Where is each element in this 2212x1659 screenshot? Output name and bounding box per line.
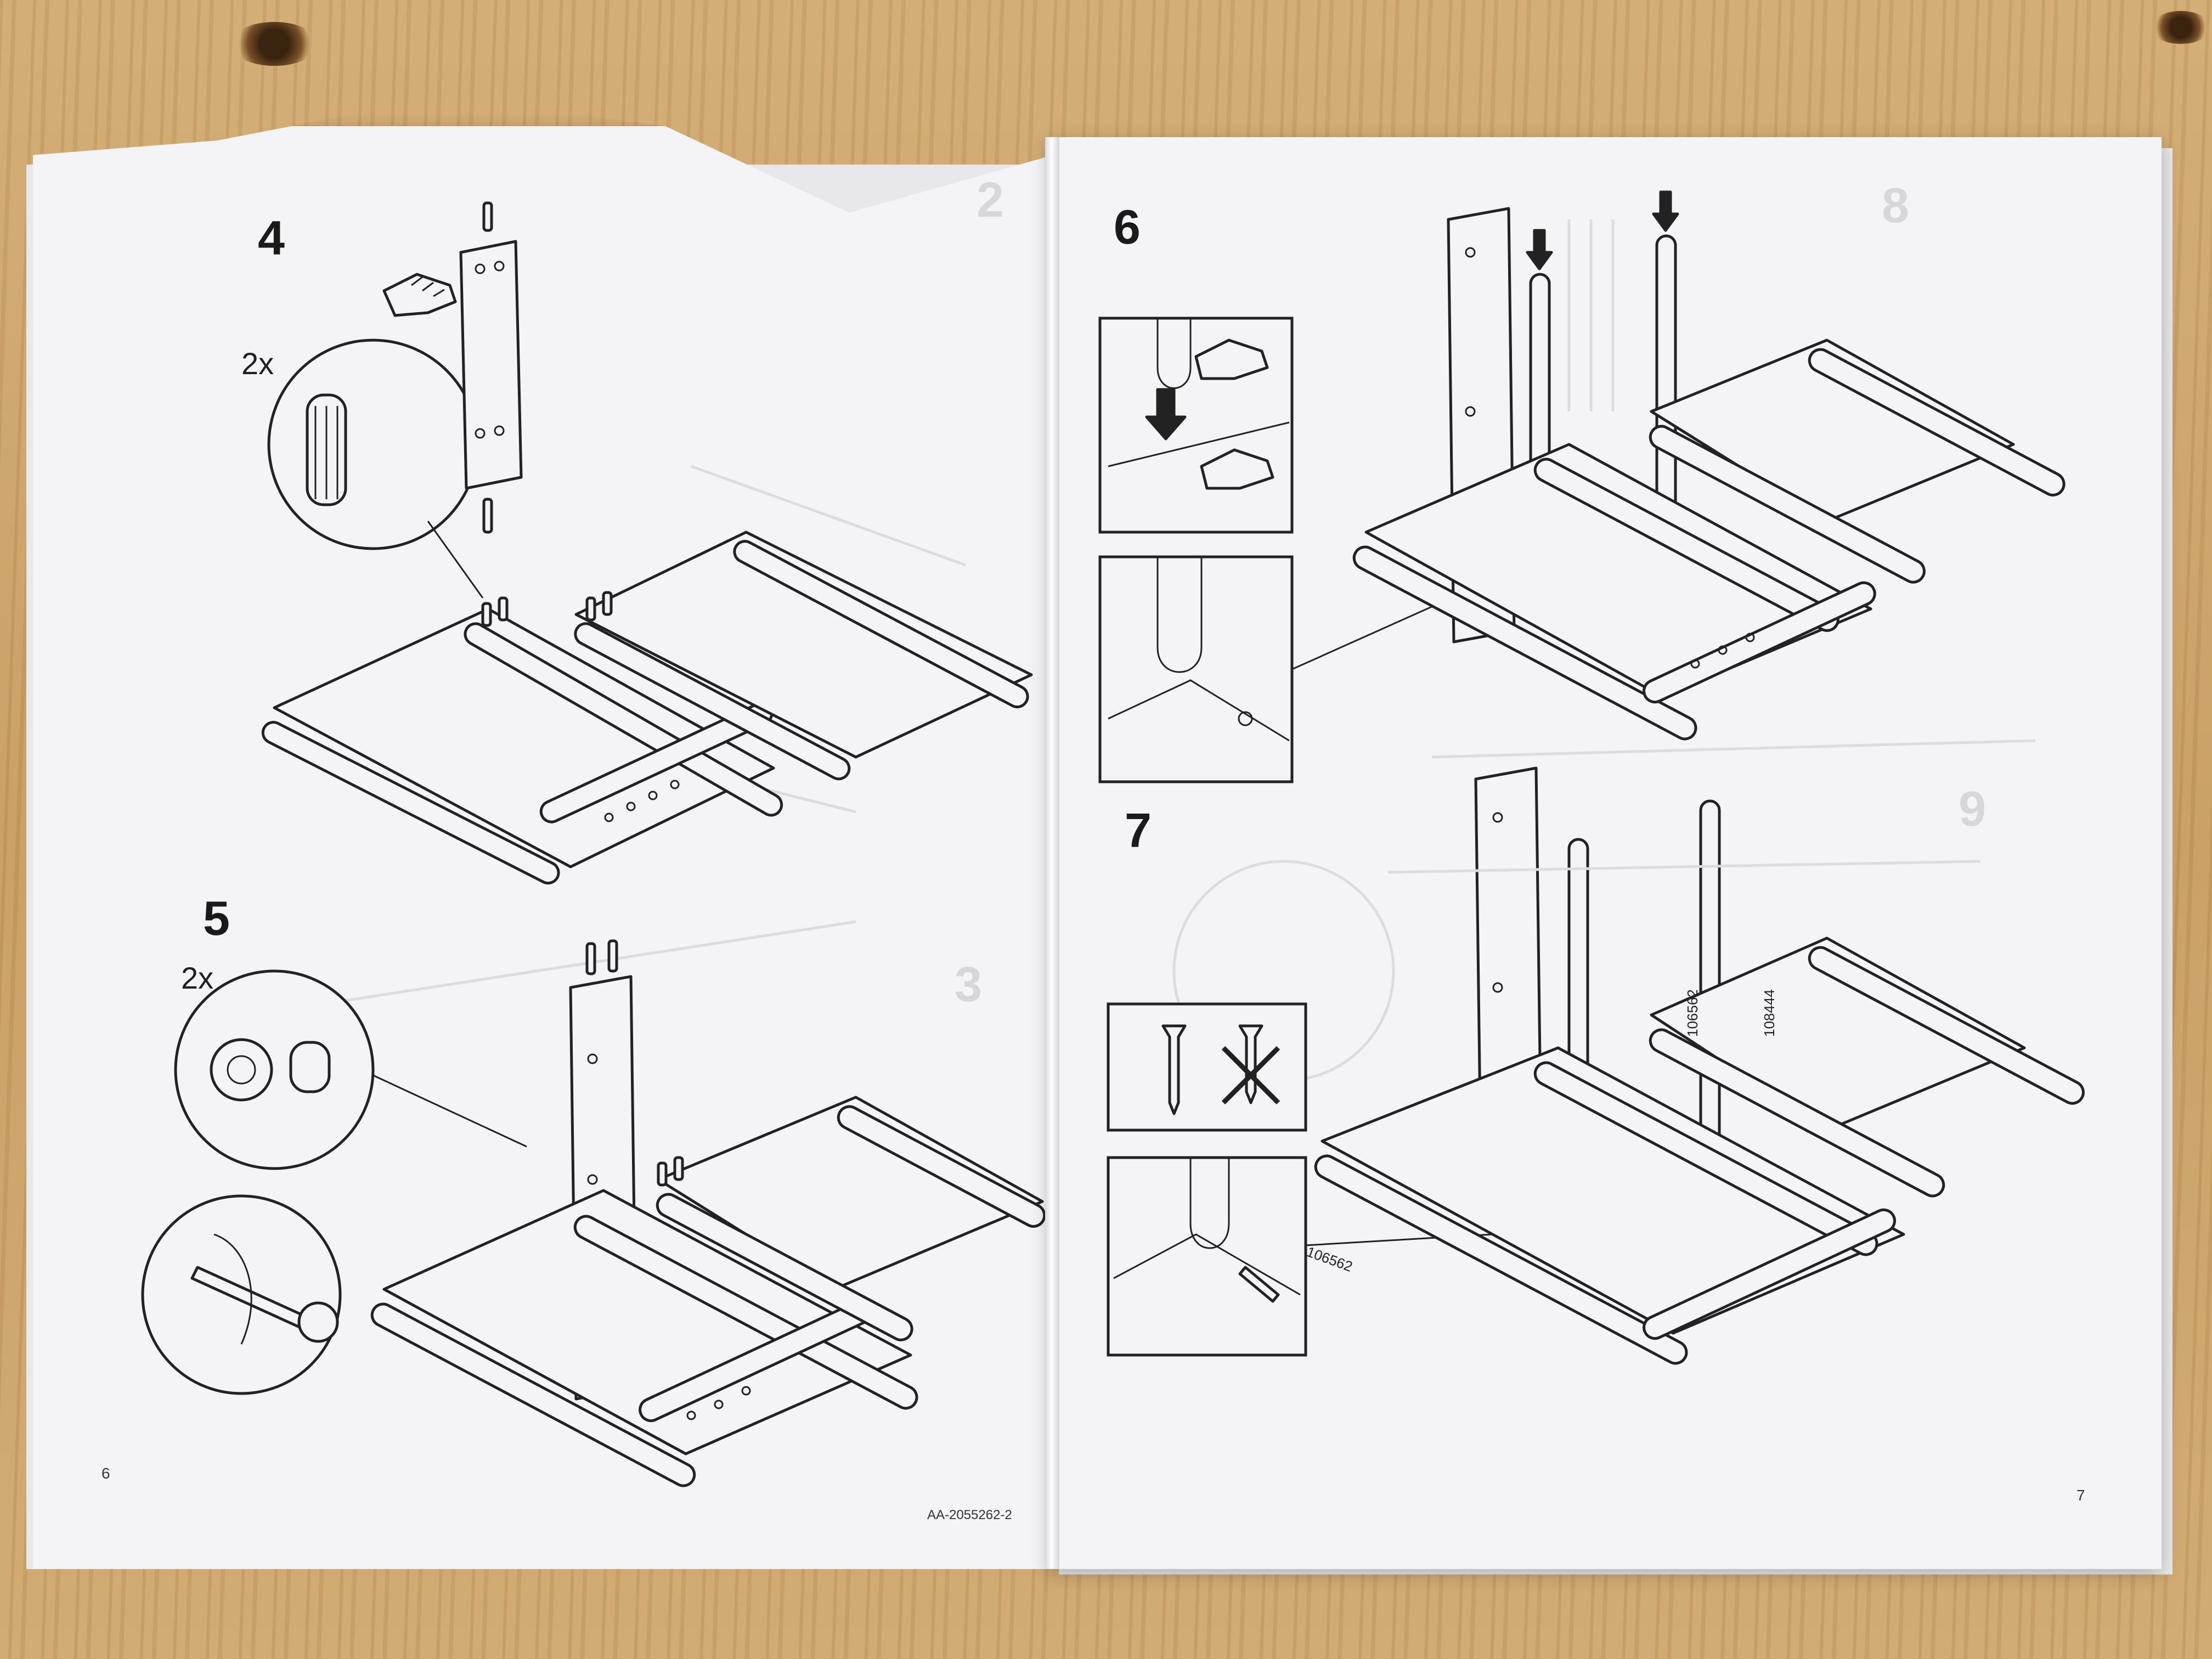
cross-icon (1221, 1046, 1280, 1105)
hand-pointing-icon (382, 273, 457, 317)
screw-icon (1238, 1266, 1280, 1303)
step-7-wrong-screw-number: 108444 (1761, 989, 1778, 1037)
arrow-down-icon (1145, 388, 1187, 441)
page-number-left: 6 (101, 1465, 110, 1482)
seat-frame-front (1364, 443, 1872, 698)
seat-frame-front (273, 607, 775, 868)
seat-frame-back (574, 531, 1033, 759)
seat-frame-front (382, 1189, 912, 1455)
step-5-illustration (141, 939, 1046, 1487)
detail-box-top (1098, 317, 1294, 534)
document-code: AA-2055262-2 (927, 1508, 1012, 1522)
step-7-number: 7 (1125, 803, 1152, 857)
booklet-gutter (1045, 137, 1059, 1569)
step-4-illustration (252, 201, 1033, 1017)
wood-knot (2151, 11, 2211, 44)
step-6-number: 6 (1114, 200, 1141, 254)
wood-knot (230, 22, 318, 66)
step-4-number: 4 (258, 211, 285, 265)
ghost-step-number: 3 (955, 957, 983, 1012)
hand-pointing-icon (1194, 338, 1269, 380)
screw-choice-box (1107, 1002, 1307, 1132)
ghost-step-number: 2 (977, 173, 1005, 228)
magnifier-circle-icon (267, 338, 479, 550)
step-4-quantity: 2x (241, 346, 274, 381)
step-5-quantity: 2x (181, 961, 214, 995)
page-number-right: 7 (2076, 1487, 2085, 1504)
magnifier-circle-icon (174, 969, 375, 1170)
seat-frame-front (1321, 1046, 1905, 1335)
cam-lock-part (210, 1038, 273, 1102)
manual-page-left: 2 3 4 2x 101350 (33, 126, 1053, 1569)
step-6-illustration (1098, 190, 2066, 783)
manual-page-right: 8 9 6 7 2x (1048, 137, 2162, 1569)
step-7-illustration (1107, 739, 2085, 1365)
ghost-step-number: 8 (1882, 178, 1910, 233)
detail-box-screw (1107, 1156, 1307, 1357)
arrow-down-icon (1652, 190, 1679, 232)
ghost-step-number: 9 (1959, 782, 1987, 837)
back-post-part (459, 240, 523, 490)
step-7-correct-screw-number: 106562 (1684, 989, 1701, 1037)
screw-icon (1161, 1024, 1187, 1115)
screw-icon (1238, 1024, 1263, 1104)
step-5-number: 5 (203, 891, 230, 945)
arrow-down-icon (1526, 229, 1553, 270)
hand-pointing-icon (1200, 448, 1274, 490)
